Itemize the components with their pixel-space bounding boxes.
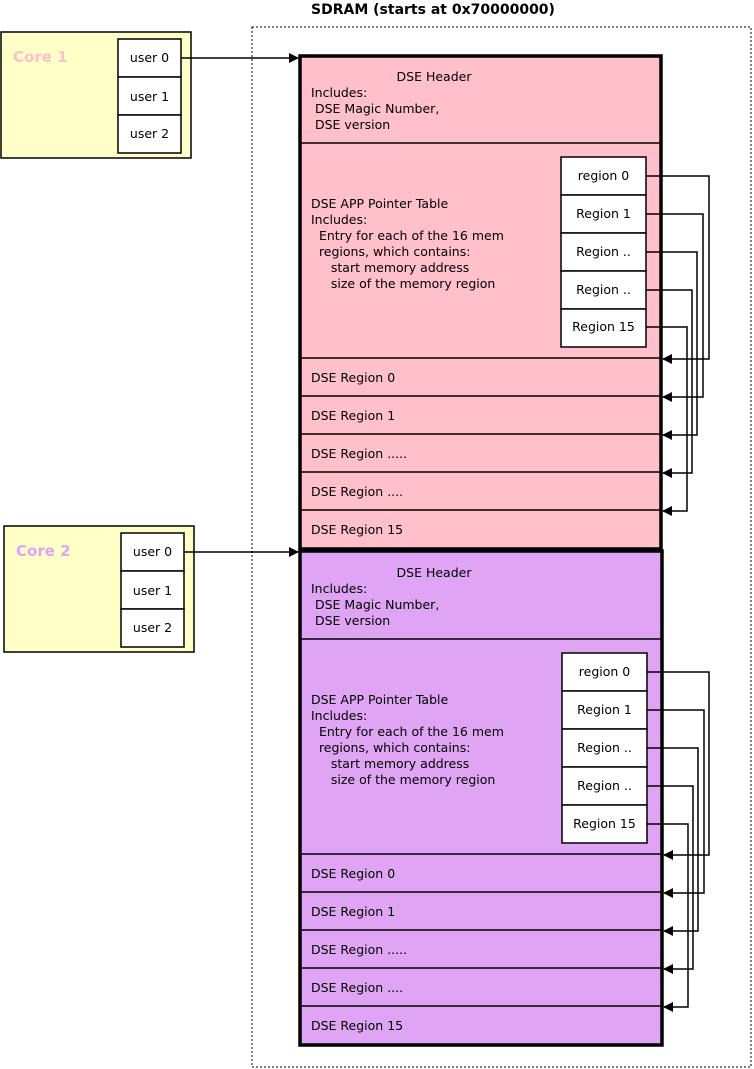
core-2-user-1: user 1 [133, 583, 172, 598]
block-1-connector-arrow [646, 289, 693, 478]
block-2-region: DSE Region 1 [311, 904, 395, 919]
block-1-region: DSE Region ..... [311, 446, 407, 461]
block-1-header-title: DSE Header [397, 69, 473, 84]
block-2-header-line: DSE Magic Number, [311, 597, 439, 612]
block-1-region: DSE Region 15 [311, 522, 403, 537]
block-1-pointer-line: size of the memory region [311, 276, 495, 291]
block-1-header-line: Includes: [311, 85, 367, 100]
block-2-header-line: DSE version [311, 613, 390, 628]
block-2-pointer-line: start memory address [311, 756, 469, 771]
block-2-region: DSE Region .... [311, 980, 403, 995]
block-2-entry-box [561, 690, 648, 730]
block-1-header-line: DSE Magic Number, [311, 101, 439, 116]
core-2-user-2-box [120, 608, 185, 648]
core-1-user-0: user 0 [130, 50, 169, 65]
block-2-pointer-line: regions, which contains: [311, 740, 470, 755]
block-1-region: DSE Region 0 [311, 370, 395, 385]
block-1-pointer-line: Entry for each of the 16 mem [311, 228, 504, 243]
block-2-pointer-line: Includes: [311, 708, 367, 723]
block-1-region: DSE Region .... [311, 484, 403, 499]
core-1-user-0-box [117, 38, 182, 78]
block-2-entry-box [561, 804, 648, 844]
block-1-connector-arrow [646, 251, 698, 440]
block-1-pointer-line: regions, which contains: [311, 244, 470, 259]
block-2-header-line: Includes: [311, 581, 367, 596]
core-1-user-2: user 2 [130, 126, 169, 141]
core-1: Core 1 user 0 user 1 user 2 [0, 31, 192, 159]
block-2-entry: region 0 [579, 664, 631, 679]
block-2-entry: Region .. [577, 778, 632, 793]
block-2-entry-box [561, 652, 648, 692]
block-1-connector-arrow [646, 175, 710, 364]
core-2-user-2: user 2 [133, 620, 172, 635]
sdram-title: SDRAM (starts at 0x70000000) [311, 2, 555, 18]
core-2-user-0: user 0 [133, 544, 172, 559]
block-1-connector-arrow [646, 213, 704, 402]
block-2-connector-arrow [647, 671, 710, 860]
block-2-region: DSE Region ..... [311, 942, 407, 957]
block-1-region: DSE Region 1 [311, 408, 395, 423]
dse-block-1: DSE Header Includes: DSE Magic Number, D… [298, 54, 710, 551]
block-2-connector-arrow [647, 823, 689, 1012]
core-1-label: Core 1 [13, 48, 68, 66]
core-1-user-1: user 1 [130, 89, 169, 104]
block-2-pointer-line: Entry for each of the 16 mem [311, 724, 504, 739]
block-2-entry: Region .. [577, 740, 632, 755]
block-1-header-line: DSE version [311, 117, 390, 132]
block-1-entry-box [560, 194, 647, 234]
block-2-connector-arrow [647, 747, 699, 936]
block-1-entry: Region .. [576, 244, 631, 259]
block-2-pointer-line: DSE APP Pointer Table [311, 692, 449, 707]
block-1-entry-box [560, 308, 647, 348]
block-1-pointer-line: Includes: [311, 212, 367, 227]
block-2-connector-arrow [647, 785, 694, 974]
block-1-entry: Region .. [576, 282, 631, 297]
dse-block-2: DSE Header Includes: DSE Magic Number, D… [298, 549, 710, 1047]
block-1-connector-arrow [646, 326, 688, 516]
block-1-pointer-line: start memory address [311, 260, 469, 275]
block-2-border [298, 549, 664, 1047]
sdram-frame [251, 26, 752, 1068]
block-2-region: DSE Region 0 [311, 866, 395, 881]
block-2-entry-box [561, 766, 648, 806]
core-2-user-1-box [120, 570, 185, 610]
block-1-entry: Region 1 [576, 206, 631, 221]
block-1-border [298, 54, 663, 551]
block-2-connector-arrow [647, 709, 705, 898]
block-2-region: DSE Region 15 [311, 1018, 403, 1033]
block-2-entry: Region 1 [577, 702, 632, 717]
block-1-entry: region 0 [578, 168, 630, 183]
block-2-header-title: DSE Header [397, 565, 473, 580]
block-2-pointer-line: size of the memory region [311, 772, 495, 787]
block-2-entry: Region 15 [573, 816, 636, 831]
core-2: Core 2 user 0 user 1 user 2 [3, 525, 195, 653]
core-1-user-2-box [117, 114, 182, 154]
block-1-entry: Region 15 [572, 319, 635, 334]
block-1-pointer-line: DSE APP Pointer Table [311, 196, 449, 211]
core-2-label: Core 2 [16, 542, 71, 560]
block-2-entry-box [561, 728, 648, 768]
